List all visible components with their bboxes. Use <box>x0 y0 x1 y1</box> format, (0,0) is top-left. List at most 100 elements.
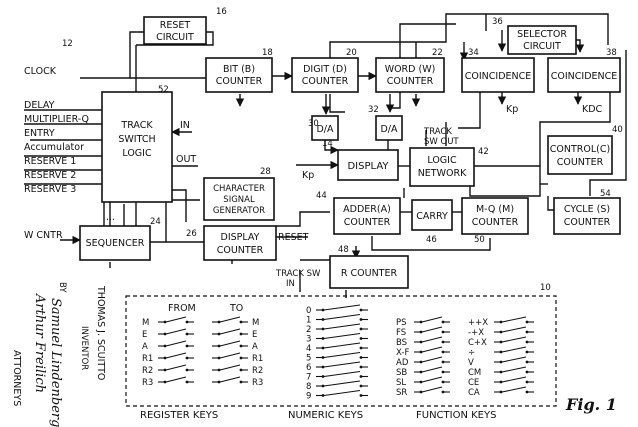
register-to-label: R2 <box>252 366 263 376</box>
kp-right-label: Kp <box>506 104 518 115</box>
function-keys-caption: FUNCTION KEYS <box>416 410 496 421</box>
reset-label: RESET <box>278 232 309 243</box>
selector-circuit-label-2: CIRCUIT <box>523 41 561 52</box>
da-right-label: D/A <box>380 124 398 135</box>
function-key-switch <box>414 336 450 344</box>
coincidence-right-block: COINCIDENCE <box>547 57 621 93</box>
register-to-label: M <box>252 318 259 328</box>
function-key-label: V <box>468 358 474 368</box>
function-key-switch <box>494 386 534 394</box>
ref-48: 48 <box>338 245 349 255</box>
numeric-key-label: 7 <box>306 373 311 383</box>
da-right-block: D/A <box>375 115 403 141</box>
numeric-key-label: 5 <box>306 354 311 364</box>
numeric-key-switch <box>316 342 368 350</box>
in-label: IN <box>180 120 190 131</box>
ref-54: 54 <box>600 189 611 199</box>
ref-44: 44 <box>316 191 327 201</box>
ref-30: 30 <box>308 119 319 129</box>
function-key-label: SL <box>396 378 406 388</box>
register-from-label: R2 <box>142 366 153 376</box>
digit-counter-block: DIGIT (D) COUNTER <box>291 57 359 93</box>
function-key-switch <box>414 366 450 374</box>
register-to-label: R3 <box>252 378 263 388</box>
function-key-label: SR <box>396 388 407 398</box>
register-to-switch <box>212 328 248 336</box>
control-counter-block: CONTROL(C) COUNTER <box>547 135 613 175</box>
w-cntr-label: W CNTR <box>24 230 63 241</box>
r-counter-label: R COUNTER <box>341 268 398 279</box>
ref-12: 12 <box>62 39 73 49</box>
inventor-block: THOMAS J. SCUITTO INVENTOR BY Samuel Lin… <box>11 282 106 427</box>
logic-network-label-1: LOGIC <box>427 155 457 166</box>
numeric-key-label: 3 <box>306 335 311 345</box>
ref-18: 18 <box>262 48 273 58</box>
attorneys-label: ATTORNEYS <box>11 350 22 406</box>
char-gen-label-1: CHARACTER <box>213 184 265 194</box>
numeric-keys-caption: NUMERIC KEYS <box>288 410 363 421</box>
register-from-switch <box>158 364 194 372</box>
function-key-label: ÷ <box>468 348 475 358</box>
ref-14: 14 <box>322 139 333 149</box>
kdc-label: KDC <box>582 104 603 115</box>
ref-40: 40 <box>612 125 623 135</box>
function-key-switch <box>414 346 450 354</box>
function-key-label: X-F <box>396 348 409 358</box>
ref-50: 50 <box>474 235 485 245</box>
mq-counter-label-2: COUNTER <box>472 217 519 228</box>
function-key-switch <box>414 386 450 394</box>
ref-52: 52 <box>158 85 169 95</box>
input-reserve-1: RESERVE 1 <box>24 156 76 167</box>
input-accumulator: Accumulator <box>24 142 84 153</box>
inventor-name: THOMAS J. SCUITTO <box>95 285 106 380</box>
cycle-counter-label-1: CYCLE (S) <box>564 204 610 215</box>
attorney-signature-2: Arthur Freilich <box>32 293 47 393</box>
numeric-key-switch <box>316 370 368 378</box>
signal-labels: CLOCK DELAY MULTIPLIER-Q ENTRY Accumulat… <box>24 66 603 289</box>
input-multiplier-q: MULTIPLIER-Q <box>24 114 89 125</box>
input-entry: ENTRY <box>24 128 55 139</box>
logic-network-label-2: NETWORK <box>418 168 467 179</box>
adder-counter-block: ADDER(A) COUNTER <box>333 197 401 235</box>
display-counter-block: DISPLAY COUNTER <box>203 225 277 261</box>
display-counter-label-2: COUNTER <box>217 245 264 256</box>
ref-22: 22 <box>432 48 443 58</box>
register-to-switch <box>212 364 248 372</box>
function-key-switch <box>494 376 534 384</box>
function-key-switch <box>494 336 534 344</box>
ref-46: 46 <box>426 235 437 245</box>
ref-34: 34 <box>468 48 479 58</box>
function-key-label: ++X <box>468 318 488 328</box>
numeric-key-label: 6 <box>306 363 311 373</box>
numeric-key-switch <box>316 332 368 340</box>
control-counter-label-2: COUNTER <box>557 157 604 168</box>
register-from-switch <box>158 352 194 360</box>
ref-32: 32 <box>368 105 379 115</box>
ref-20: 20 <box>346 48 357 58</box>
carry-block: CARRY <box>411 199 453 231</box>
bit-counter-label-1: BIT (B) <box>223 64 255 75</box>
logic-network-block: LOGIC NETWORK <box>409 147 475 187</box>
reset-circuit-block: RESET CIRCUIT <box>143 16 207 45</box>
selector-circuit-label-1: SELECTOR <box>517 29 567 40</box>
word-counter-label-1: WORD (W) <box>385 64 436 75</box>
function-key-switch <box>414 356 450 364</box>
ref-26: 26 <box>186 229 197 239</box>
digit-counter-label-1: DIGIT (D) <box>303 64 347 75</box>
to-header: TO <box>229 303 243 314</box>
register-to-switch <box>212 340 248 348</box>
mq-counter-label-1: M-Q (M) <box>476 204 514 215</box>
register-from-label: E <box>142 330 147 340</box>
from-header: FROM <box>168 303 196 314</box>
numeric-key-switch <box>316 351 368 359</box>
function-key-label: FS <box>396 328 406 338</box>
word-counter-block: WORD (W) COUNTER <box>375 57 445 93</box>
track-sw-in-label-2: IN <box>286 279 295 289</box>
numeric-key-label: 0 <box>306 306 311 316</box>
carry-label: CARRY <box>416 211 448 222</box>
function-key-label: BS <box>396 338 407 348</box>
function-key-label: CE <box>468 378 479 388</box>
